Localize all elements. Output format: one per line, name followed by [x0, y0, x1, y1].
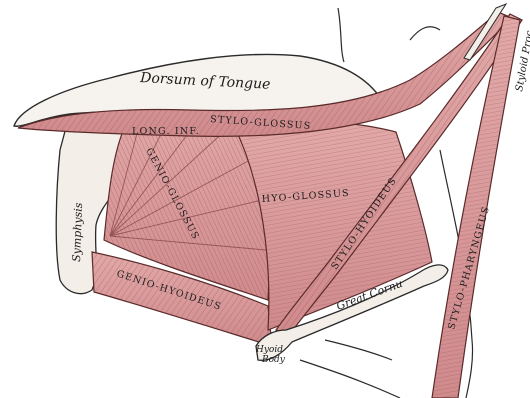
- label-hyoid: Hyoid: [255, 345, 283, 355]
- label-body: Body: [261, 355, 286, 365]
- label-long-inf: LONG. INF.: [132, 126, 200, 137]
- label-symphysis: Symphysis: [70, 202, 85, 262]
